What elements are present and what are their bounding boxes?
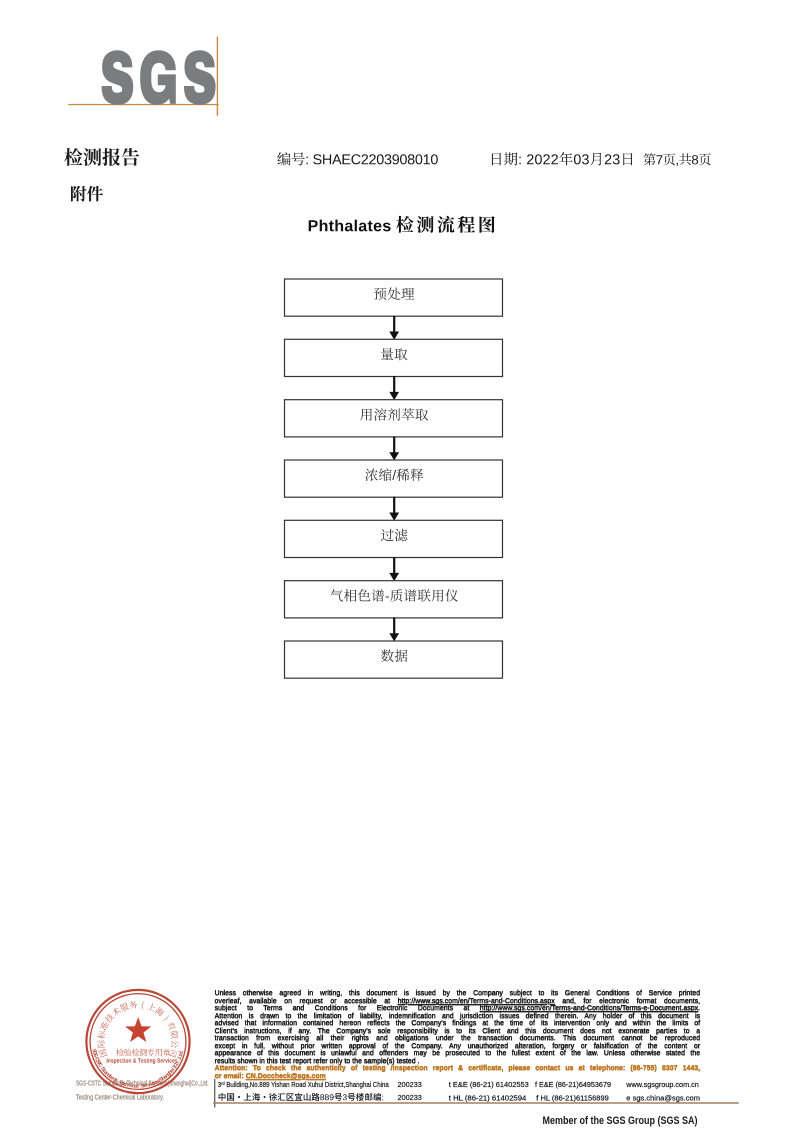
svg-text:3rd Building,No.889 Yishan Roa: 3rd Building,No.889 Yishan Road Xuhui Di… [218,1080,390,1089]
svg-text:f E&E (86-21)64953679: f E&E (86-21)64953679 [535,1080,611,1089]
svg-text:Testing Center-Chemical Labora: Testing Center-Chemical Laboratory. [76,1092,164,1101]
svg-text:200233: 200233 [398,1093,422,1102]
svg-text:200233: 200233 [398,1080,422,1089]
svg-text:t HL (86-21) 61402594: t HL (86-21) 61402594 [449,1094,527,1103]
svg-text:t E&E (86-21) 61402553: t E&E (86-21) 61402553 [449,1080,529,1089]
svg-text:e sgs.china@sgs.com: e sgs.china@sgs.com [626,1094,700,1103]
svg-text:SGS-CSTC Standards Technical S: SGS-CSTC Standards Technical Services(Sh… [76,1079,209,1088]
svg-text:f HL (86-21)61156899: f HL (86-21)61156899 [536,1094,609,1103]
svg-text:Member of the SGS Group (SGS S: Member of the SGS Group (SGS SA) [543,1115,698,1127]
svg-text:www.sgsgroup.com.cn: www.sgsgroup.com.cn [625,1080,698,1089]
